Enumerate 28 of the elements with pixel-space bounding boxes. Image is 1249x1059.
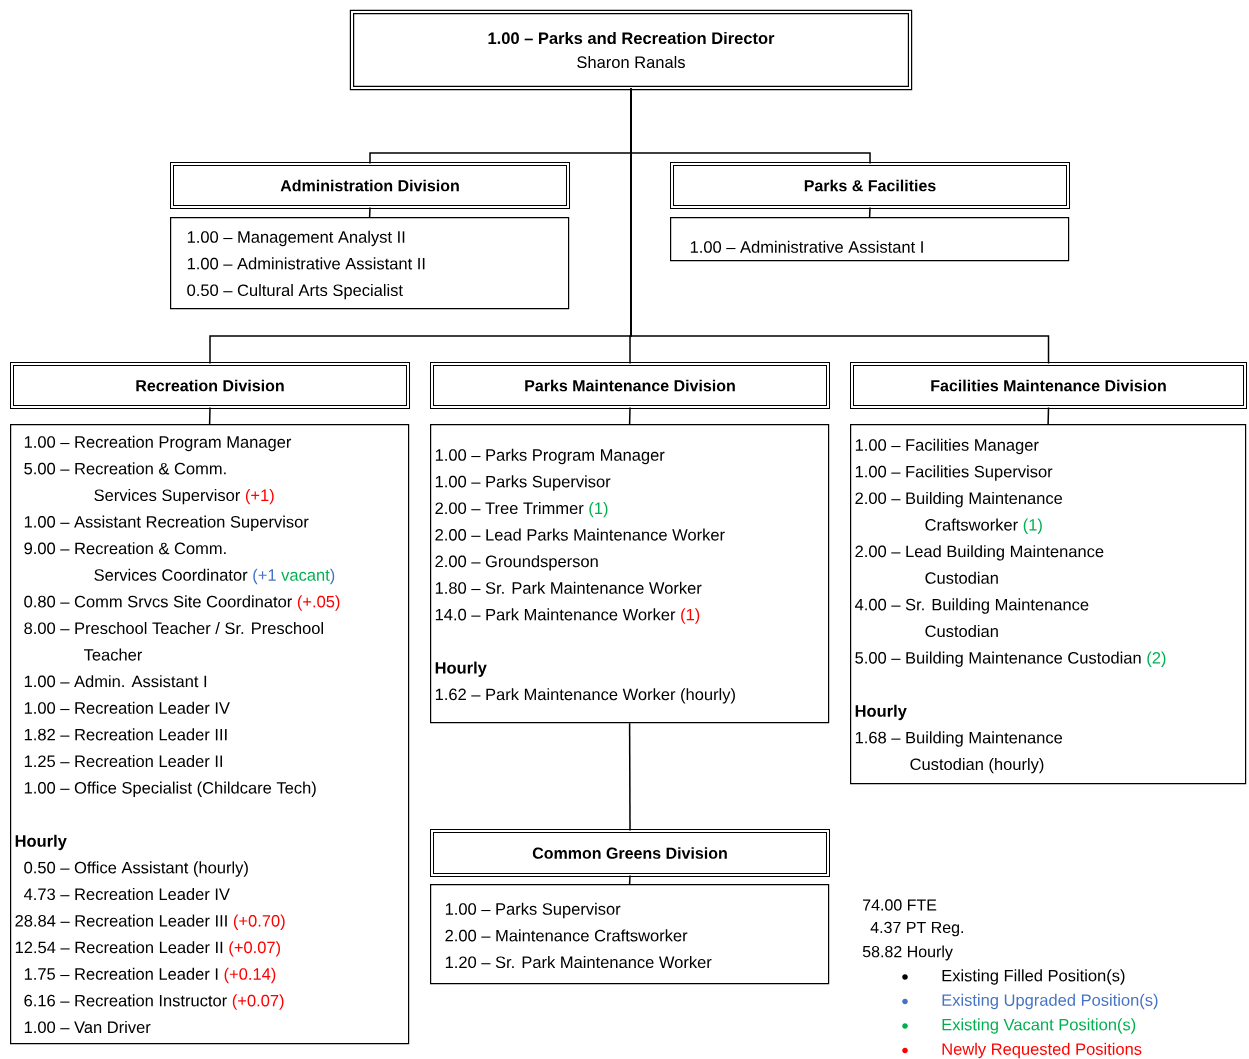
- connector-line: [628, 406, 631, 425]
- legend-text: Newly Requested Positions: [942, 1042, 1142, 1059]
- connector-line: [628, 722, 631, 832]
- division-header-box: Parks & Facilities: [670, 162, 1070, 209]
- position-list-box: 1.00 – Management Analyst II 1.00 – Administrative Assistant II 0.50 – Cultural Arts Specialist: [170, 217, 570, 310]
- legend-text: Existing Filled Position(s): [942, 969, 1125, 985]
- position-list-box: 1.00 – Administrative Assistant I: [670, 217, 1070, 262]
- summary-text: 4.37 PT Reg.: [870, 921, 963, 937]
- summary-text: 74.00 FTE: [863, 899, 937, 911]
- connector-line: [368, 206, 371, 218]
- legend-text: Existing Upgraded Position(s): [942, 993, 1158, 1010]
- division-header-box: Parks Maintenance Division: [430, 362, 830, 409]
- division-header-box: Recreation Division: [10, 362, 410, 409]
- position-list-box: 1.00 – Facilities Manager 1.00 – Facilities Supervisor 2.00 – Building Maintenance Craftsworker (1) 2.00 – Lead Building Maintenance Custodian 4.00 – Sr. Building Maintenance Custodian 5.00 – Building Maintenance Custodian (2) Hourly 1.68 – Building Maintenance Custodian (hourly): [850, 424, 1247, 785]
- connector-line: [868, 206, 871, 218]
- legend-text: Existing Vacant Position(s): [942, 1018, 1136, 1034]
- connector-line: [630, 87, 1050, 365]
- connector-line: [208, 406, 211, 425]
- position-list-box: 1.00 – Recreation Program Manager 5.00 – Recreation & Comm. Services Supervisor (+1) 1.00 – Assistant Recreation Supervisor 9.00 – Recreation & Comm. Services Coordinator (+1 vacant) 0.80 – Comm Srvcs Site Coordinator (+.05) 8.00 – Preschool Teacher / Sr. Preschool Teacher 1.00 – Admin. Assistant I 1.00 – Recreation Leader IV 1.82 – Recreation Leader III 1.25 – Recreation Leader II 1.00 – Office Specialist (Childcare Tech) Hourly 0.50 – Office Assistant (hourly) 4.73 – Recreation Leader IV 28.84 – Recreation Leader III (+0.70) 12.54 – Recreation Leader II (+0.07) 1.75 – Recreation Leader I (+0.14) 6.16 – Recreation Instructor (+0.07) 1.00 – Van Driver: [10, 424, 410, 1045]
- position-list-box: 1.00 – Parks Program Manager 1.00 – Parks Supervisor 2.00 – Tree Trimmer (1) 2.00 – Lead Parks Maintenance Worker 2.00 – Groundsperson 1.80 – Sr. Park Maintenance Worker 14.0 – Park Maintenance Worker (1) Hourly 1.62 – Park Maintenance Worker (hourly): [430, 424, 830, 724]
- director-box: 1.00 – Parks and Recreation Director Sharon Ranals: [349, 9, 913, 91]
- connector-line: [1047, 406, 1050, 425]
- division-header-box: Administration Division: [170, 162, 570, 209]
- position-list-box: 1.00 – Parks Supervisor 2.00 – Maintenance Craftsworker 1.20 – Sr. Park Maintenance Worker: [430, 884, 830, 985]
- division-header-box: Facilities Maintenance Division: [850, 362, 1247, 409]
- connector-line: [628, 874, 631, 885]
- summary-text: 58.82 Hourly: [862, 945, 953, 961]
- division-header-box: Common Greens Division: [430, 829, 830, 877]
